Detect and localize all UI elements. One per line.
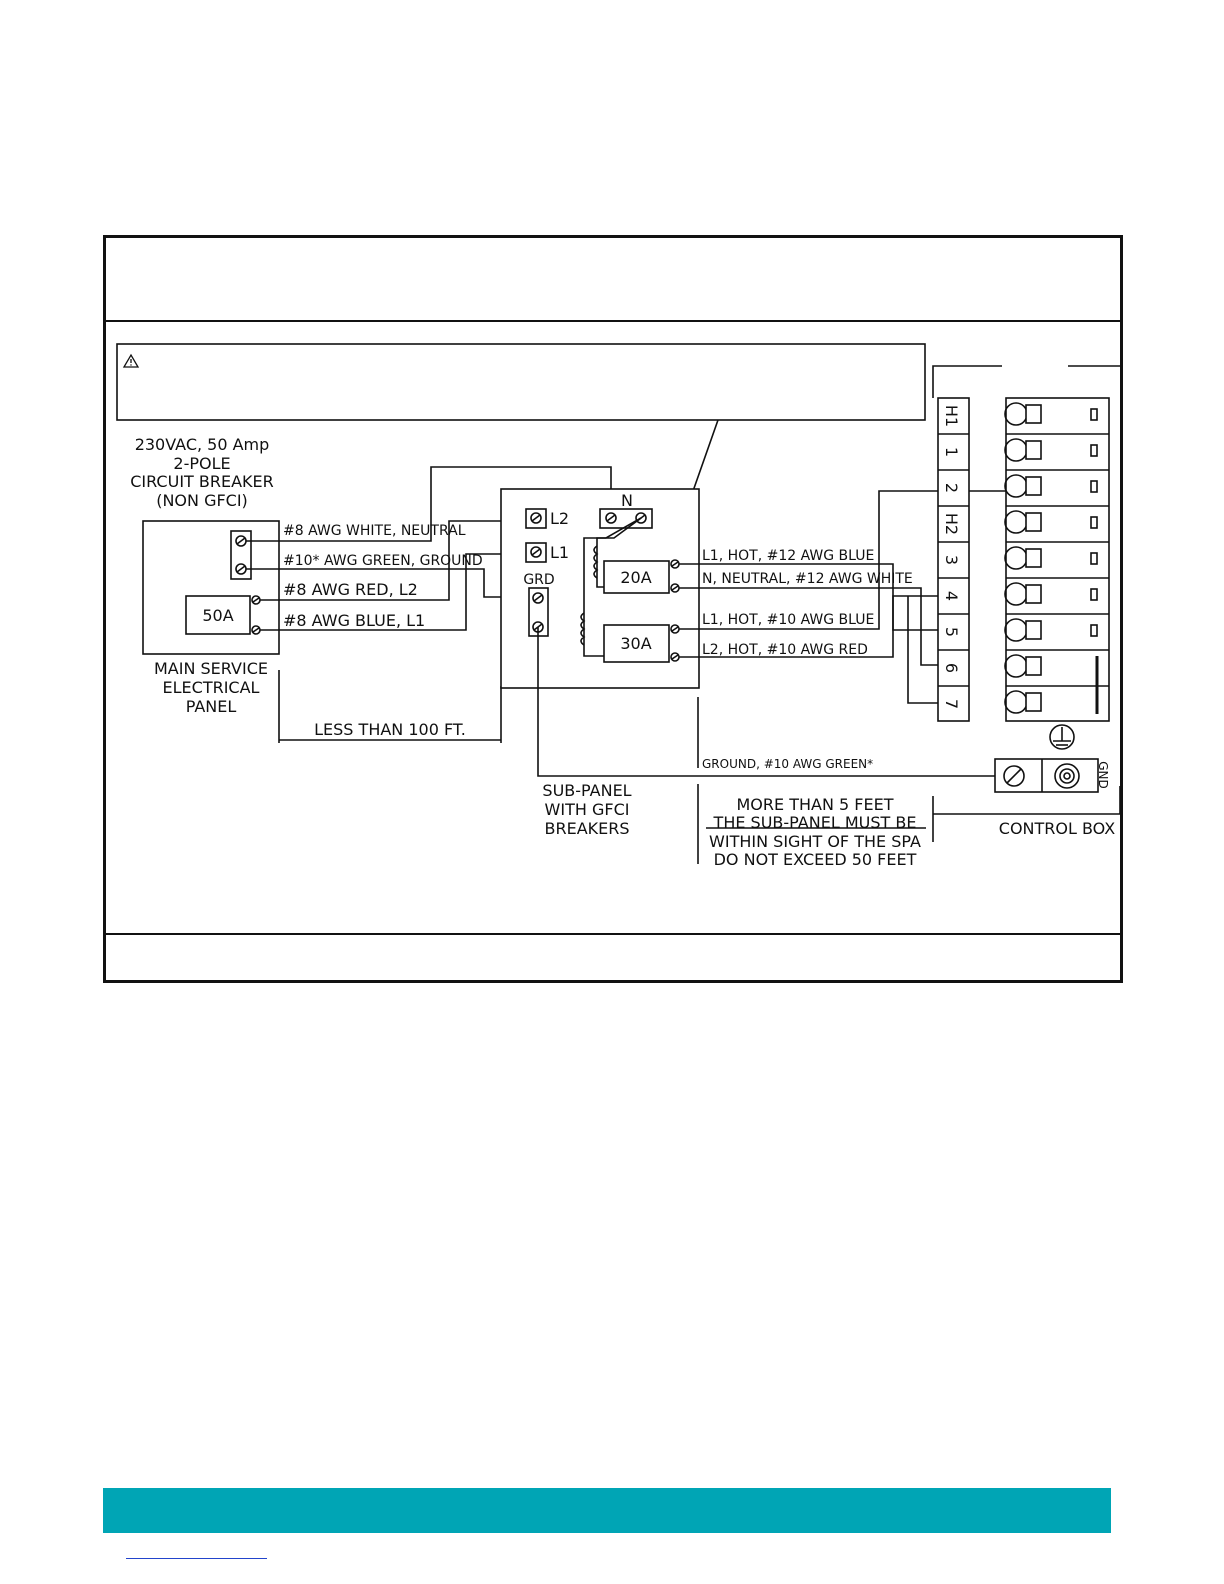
main-panel-footer-line2: ELECTRICAL (163, 678, 260, 697)
sub-breaker-30a (603, 624, 670, 663)
feed-wire-l2-label: #8 AWG RED, L2 (283, 580, 418, 599)
main-panel-caption-line1: 230VAC, 50 Amp (135, 435, 270, 454)
main-panel-caption-line4: (NON GFCI) (156, 491, 248, 510)
terminal-7: 7 (942, 699, 961, 709)
distance-note-line4: DO NOT EXCEED 50 FEET (714, 850, 917, 869)
ground-symbol-icon (1049, 724, 1075, 750)
load-wire-b-label: N, NEUTRAL, #12 AWG WHITE (702, 571, 913, 587)
sub-panel-neutral-bar (599, 508, 653, 529)
control-box-label: CONTROL BOX (999, 819, 1115, 838)
sub-panel-terminal-l1-label: L1 (550, 543, 569, 562)
control-box-relay-block (1004, 397, 1110, 722)
wiring-diagram-frame: 230VAC, 50 Amp 2-POLE CIRCUIT BREAKER (N… (103, 235, 1123, 983)
load-wiring (537, 490, 1006, 777)
main-panel-footer-line1: MAIN SERVICE (154, 659, 268, 678)
sub-panel-pigtails (580, 517, 642, 657)
control-box-terminal-strip (937, 397, 970, 722)
terminal-h1: H1 (942, 405, 961, 427)
ground-lug-block (994, 758, 1099, 793)
wiring-diagram: 230VAC, 50 Amp 2-POLE CIRCUIT BREAKER (N… (106, 320, 1120, 935)
footer-accent-bar (103, 1488, 1111, 1533)
feed-wire-l1-label: #8 AWG BLUE, L1 (283, 611, 425, 630)
terminal-4: 4 (942, 591, 961, 601)
distance-note-line1: MORE THAN 5 FEET (737, 795, 894, 814)
ground-lug-label: GND (1096, 761, 1110, 789)
sub-panel-footer-line2: WITH GFCI (545, 800, 630, 819)
sub-panel-terminal-l2-label: L2 (550, 509, 569, 528)
sub-panel-ground-label: GRD (523, 572, 554, 588)
main-panel-caption-line2: 2-POLE (173, 454, 230, 473)
load-wire-c-label: L1, HOT, #10 AWG BLUE (702, 612, 874, 628)
main-panel-terminal-block (230, 530, 252, 580)
feed-wire-neutral-label: #8 AWG WHITE, NEUTRAL (283, 523, 466, 539)
footer-link-underline[interactable] (126, 1558, 267, 1559)
warning-box (116, 343, 926, 421)
ground-wire-label: GROUND, #10 AWG GREEN* (702, 757, 873, 771)
distance-note-line3: WITHIN SIGHT OF THE SPA (709, 832, 921, 851)
sub-breaker-20a-label: 20A (620, 568, 651, 587)
control-box-outline (932, 365, 1120, 814)
main-panel-caption-line3: CIRCUIT BREAKER (130, 472, 274, 491)
feed-wire-ground-label: #10* AWG GREEN, GROUND (283, 553, 483, 569)
main-breaker-label: 50A (202, 606, 233, 625)
main-breaker-50a (185, 595, 251, 635)
sub-panel-neutral-label: N (621, 491, 633, 510)
sub-panel-footer-line1: SUB-PANEL (542, 781, 631, 800)
load-wire-d-label: L2, HOT, #10 AWG RED (702, 642, 868, 658)
terminal-6: 6 (942, 663, 961, 673)
terminal-3: 3 (942, 555, 961, 565)
sub-breaker-30a-label: 30A (620, 634, 651, 653)
terminal-2: 2 (942, 483, 961, 493)
terminal-h2: H2 (942, 513, 961, 535)
terminal-5: 5 (942, 627, 961, 637)
main-panel-footer-line3: PANEL (186, 697, 237, 716)
terminal-1: 1 (942, 447, 961, 457)
warning-triangle-icon (122, 353, 140, 368)
sub-panel-footer-line3: BREAKERS (544, 819, 629, 838)
distance-label: LESS THAN 100 FT. (314, 720, 466, 739)
load-wire-a-label: L1, HOT, #12 AWG BLUE (702, 548, 874, 564)
distance-note-line2: THE SUB-PANEL MUST BE (713, 813, 917, 832)
sub-breaker-20a (603, 560, 670, 594)
distance-note-bracket (697, 784, 1120, 864)
distance-dimension-100ft (278, 670, 502, 743)
